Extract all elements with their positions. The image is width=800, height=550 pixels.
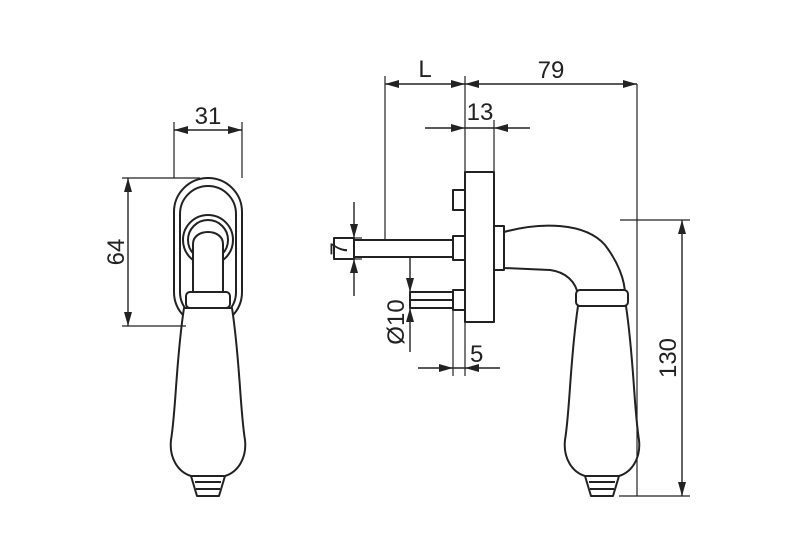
dim-offset-label: 5 [470, 341, 483, 368]
dim-spindle-square-label: 7 [326, 242, 353, 255]
side-lever-arm [503, 224, 626, 296]
front-end-cap [190, 475, 226, 497]
dim-lever-length: 130 [619, 219, 690, 497]
side-boss-bottom [452, 289, 466, 311]
dim-rose-width: 31 [173, 103, 243, 178]
dim-spindle-length-label: L [418, 56, 431, 83]
side-bush [493, 225, 505, 271]
dim-spindle-square: 7 [326, 202, 362, 296]
front-collar [185, 291, 231, 309]
dim-screw-diameter: Ø10 [383, 258, 414, 352]
dim-screw-diameter-label: Ø10 [383, 299, 410, 344]
dim-rose-height-label: 64 [103, 239, 130, 266]
dim-offset: 5 [418, 310, 500, 376]
dim-rose-height: 64 [103, 177, 200, 327]
side-collar [575, 289, 629, 307]
front-grip [169, 307, 247, 477]
front-view [169, 177, 247, 497]
dim-projection-label: 79 [538, 57, 565, 84]
dim-rose-width-label: 31 [195, 103, 222, 130]
front-neck [192, 231, 224, 295]
side-rose-plate [464, 171, 495, 323]
dim-rose-thickness-label: 13 [467, 99, 494, 126]
side-grip [563, 305, 641, 477]
side-boss-top [452, 189, 466, 211]
side-end-cap [584, 475, 620, 497]
dim-spindle-length: L [384, 56, 466, 240]
dim-lever-length-label: 130 [655, 338, 682, 378]
side-view [333, 171, 641, 497]
dim-projection: 79 [465, 57, 638, 496]
dim-rose-thickness: 13 [425, 99, 530, 172]
side-spindle [353, 239, 454, 258]
side-boss-mid [452, 235, 466, 261]
